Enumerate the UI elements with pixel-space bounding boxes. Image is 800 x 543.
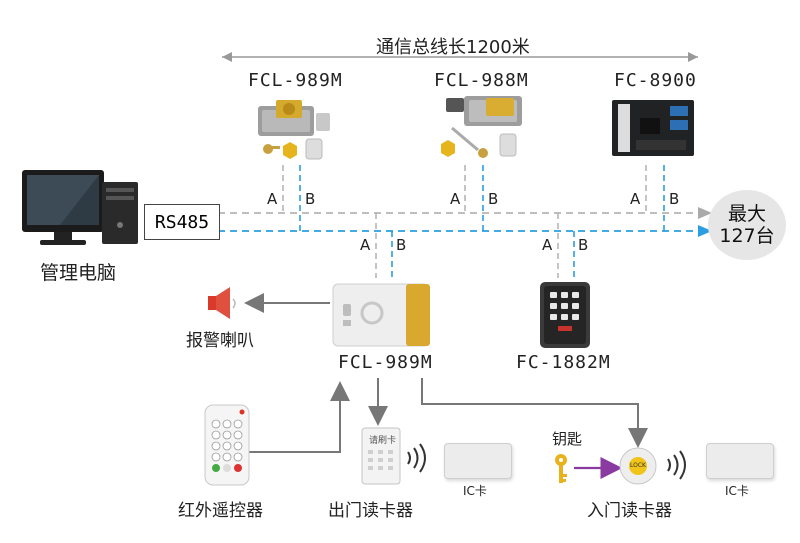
bus-length-label: 通信总线长1200米 [376, 37, 530, 58]
remote-control-icon [204, 404, 250, 486]
line-a-label: A [542, 236, 553, 254]
bottom-drop-lines [375, 213, 575, 278]
ic-card-exit [444, 443, 512, 479]
bus-line-b-arrowhead [698, 225, 712, 237]
ic-card-entry [706, 443, 774, 479]
line-a-label: A [267, 190, 278, 208]
remote-label: 红外遥控器 [178, 501, 263, 521]
bottom-controller-model-fcl-989m: FCL-989M [338, 352, 433, 373]
entry-reader-icon [619, 447, 657, 485]
key-label: 钥匙 [552, 430, 583, 448]
fcl-989m-bottom-lock-image [332, 283, 430, 347]
entry-reader-label: 入门读卡器 [587, 501, 672, 521]
entry-reader-signal-icon [667, 450, 686, 480]
alarm-speaker-icon [208, 287, 236, 319]
line-b-label: B [305, 190, 316, 208]
controller-model-fcl-989m: FCL-989M [248, 70, 343, 91]
ic-card-label-exit: IC卡 [463, 484, 487, 498]
max-devices-label-line2: 127台 [719, 225, 775, 247]
remote-arrow [248, 381, 350, 453]
controller-model-fc-8900: FC-8900 [614, 70, 697, 91]
key-icon [555, 454, 567, 483]
rs485-converter: RS485 [144, 204, 220, 240]
bus-line-a-arrowhead [698, 207, 712, 219]
exit-reader-icon [361, 427, 401, 485]
line-a-label: A [360, 236, 371, 254]
ic-card-label-entry: IC卡 [725, 484, 749, 498]
line-a-label: A [630, 190, 641, 208]
computer-icon [22, 170, 138, 245]
fcl-988m-lock-image [441, 96, 522, 158]
fc-1882m-keypad-image [540, 282, 590, 348]
bottom-controller-model-fc-1882m: FC-1882M [516, 352, 611, 373]
max-devices-label-line1: 最大 [727, 203, 766, 225]
lock-button-text: LOCK [630, 462, 646, 469]
exit-reader-label: 出门读卡器 [328, 501, 413, 521]
controller-model-fcl-988m: FCL-988M [434, 70, 529, 91]
pc-label: 管理电脑 [40, 262, 117, 284]
exit-reader-signal-icon [407, 443, 426, 473]
line-a-label: A [450, 190, 461, 208]
line-b-label: B [488, 190, 499, 208]
bus-length-arrow [222, 52, 698, 62]
line-b-label: B [396, 236, 407, 254]
alarm-label: 报警喇叭 [186, 331, 254, 351]
fc-8900-board-image [612, 100, 694, 156]
top-drop-lines [282, 165, 665, 231]
line-b-label: B [669, 190, 680, 208]
max-devices-badge: 最大 127台 [708, 190, 786, 260]
reader-face-text: 请刷卡 [369, 436, 397, 446]
fcl-989m-lock-image [258, 100, 330, 160]
line-b-label: B [578, 236, 589, 254]
entry-reader-arrow [421, 378, 648, 448]
